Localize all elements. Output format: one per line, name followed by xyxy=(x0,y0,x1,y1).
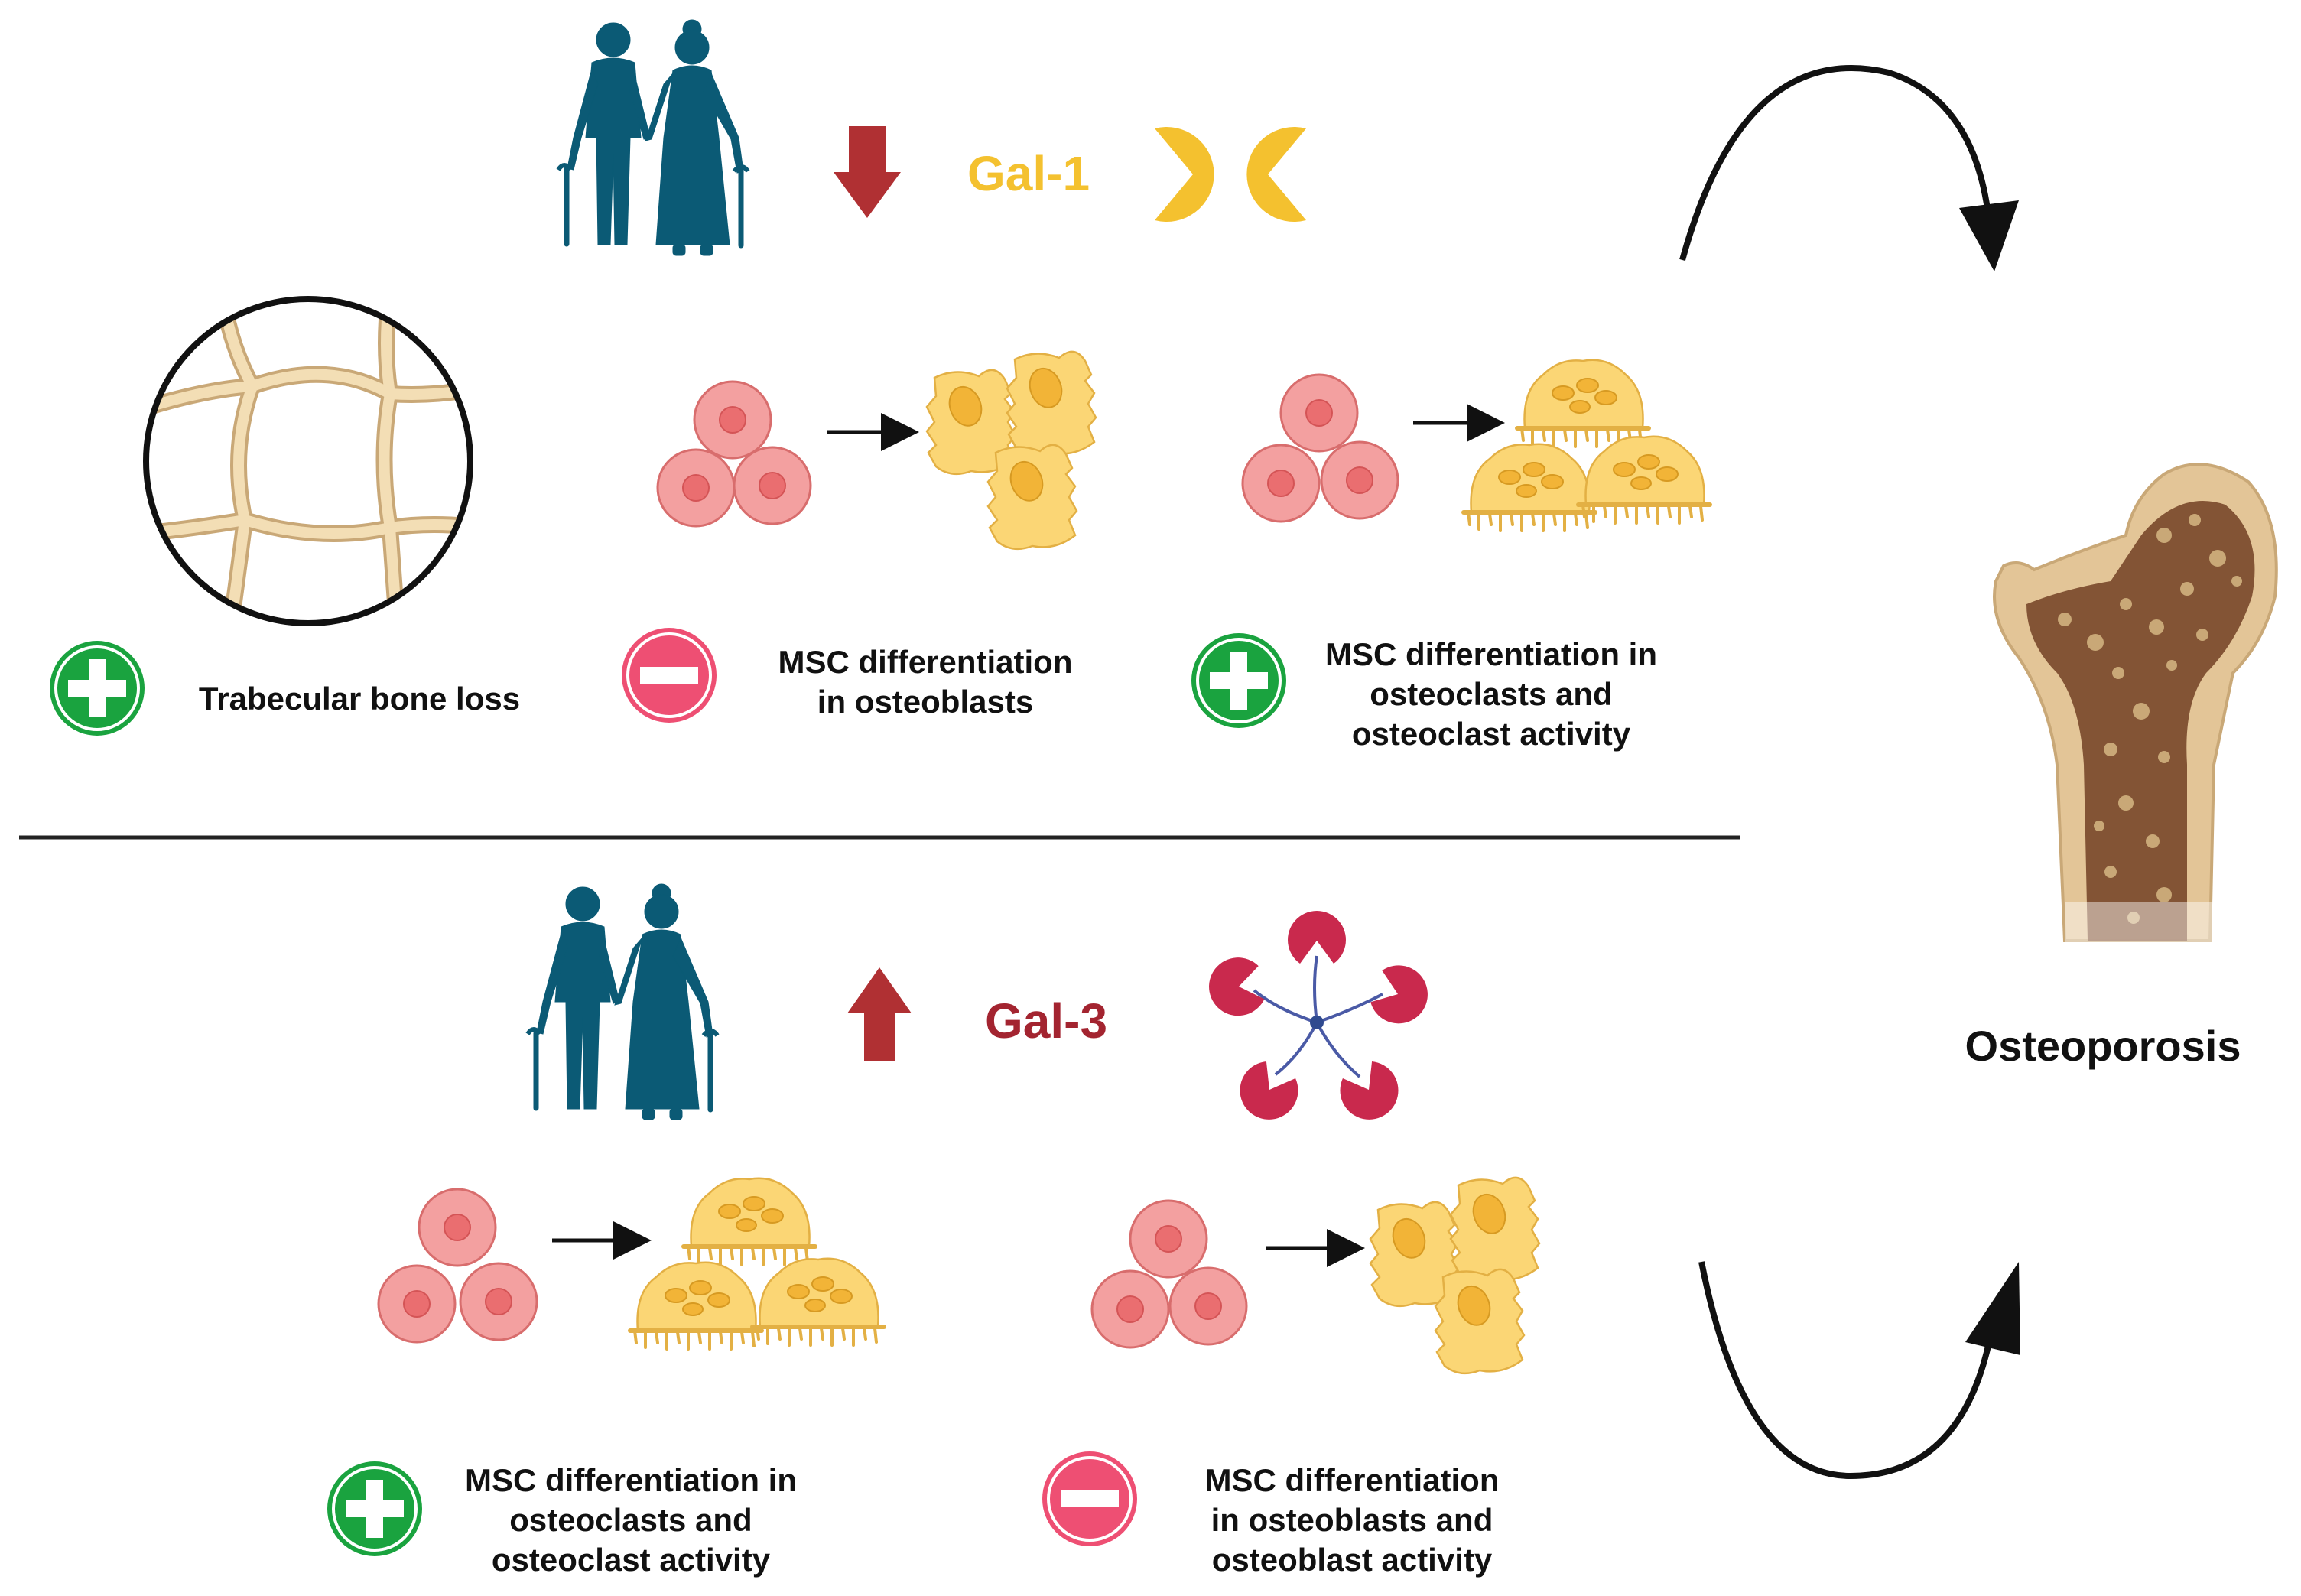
plus-icon xyxy=(48,639,146,737)
down-arrow-icon xyxy=(834,126,901,218)
minus-icon xyxy=(1041,1450,1139,1548)
osteoclast-icon xyxy=(1464,360,1710,531)
femur-icon xyxy=(1993,463,2278,948)
osteoblast-icon xyxy=(925,350,1097,551)
elderly-couple-icon xyxy=(558,20,748,255)
up-arrow-icon xyxy=(847,967,912,1061)
trabecular-bone-icon xyxy=(143,296,473,626)
msc-cells-icon xyxy=(1241,373,1399,523)
osteoporosis-label: Osteoporosis xyxy=(1965,1022,2241,1070)
osteoclast-icon xyxy=(630,1178,884,1349)
msc-cells-icon xyxy=(656,380,812,528)
msc-cells-icon xyxy=(1090,1199,1248,1349)
curved-arrow-icon xyxy=(1679,64,2019,271)
plus-icon xyxy=(326,1460,424,1558)
elderly-couple-icon xyxy=(528,884,717,1120)
curved-arrow-icon xyxy=(1698,1261,2020,1480)
msc-osteoclast-label: MSC differentiation in osteoclasts and o… xyxy=(1325,636,1657,752)
osteoblast-icon xyxy=(1369,1176,1541,1375)
msc-cells-icon xyxy=(377,1188,538,1344)
msc-osteoclast-label-bottom: MSC differentiation in osteoclasts and o… xyxy=(465,1462,797,1578)
gal3-label: Gal-3 xyxy=(985,993,1108,1048)
gal3-pentamer-icon xyxy=(1204,911,1436,1130)
minus-icon xyxy=(620,626,718,724)
msc-osteoblast-label: MSC differentiation in osteoblasts xyxy=(778,644,1073,720)
plus-icon xyxy=(1190,632,1288,730)
trabecular-bone-loss-label: Trabecular bone loss xyxy=(198,681,521,717)
gal1-label: Gal-1 xyxy=(967,146,1090,201)
msc-osteoblast-label-bottom: MSC differentiation in osteoblasts and o… xyxy=(1204,1462,1500,1578)
gal1-dimer-icon xyxy=(1155,126,1306,222)
